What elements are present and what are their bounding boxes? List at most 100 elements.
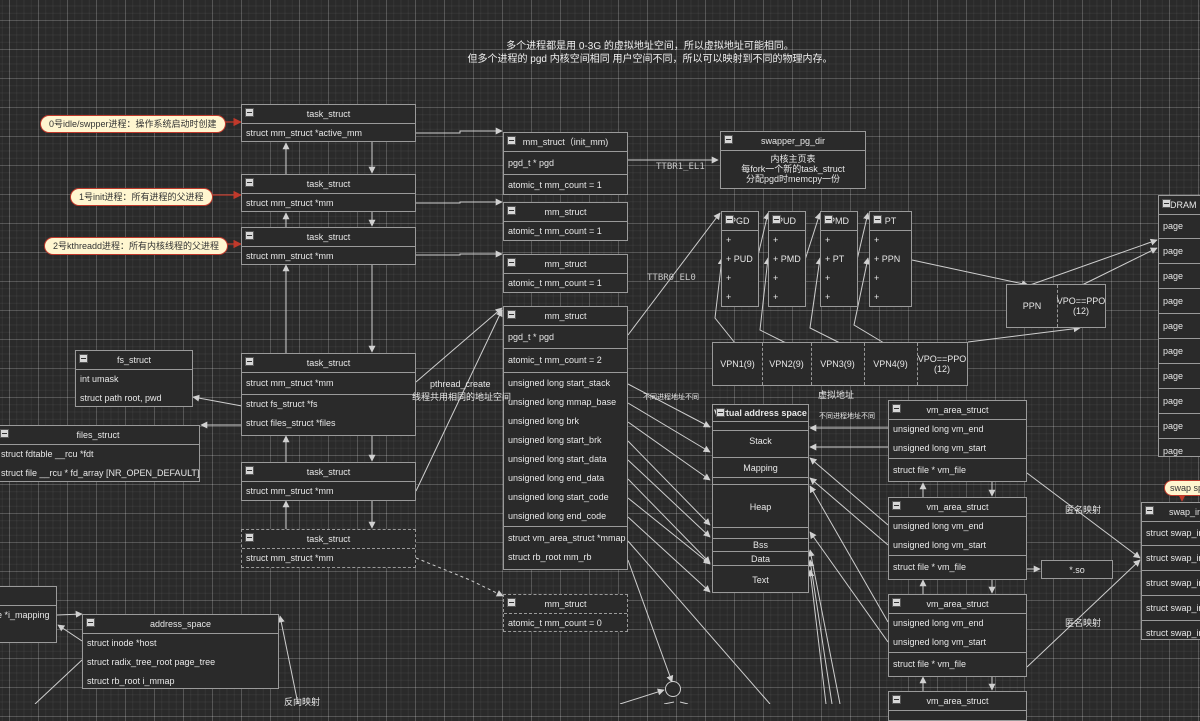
box-title: mm_struct（init_mm)	[522, 137, 609, 147]
page-table-pmd[interactable]: PMD + + PT + +	[820, 211, 858, 307]
box-title: task_struct	[306, 109, 351, 119]
page-table-pgd[interactable]: PGD + + PUD + +	[721, 211, 759, 307]
fs-struct[interactable]: fs_struct int umask struct path root, pw…	[75, 350, 193, 407]
collapse-icon[interactable]	[892, 404, 901, 413]
physical-address[interactable]: PPN VPO==PPO (12)	[1006, 284, 1106, 328]
mm-struct-shared[interactable]: mm_struct pgd_t * pgd atomic_t mm_count …	[503, 306, 628, 570]
files-struct[interactable]: files_struct struct fdtable __rcu *fdt s…	[0, 425, 200, 482]
page-table-pt[interactable]: PT + + PPN + +	[869, 211, 912, 307]
field: struct inode *host	[87, 638, 157, 648]
collapse-icon[interactable]	[892, 598, 901, 607]
vas-segment-stack: Stack	[713, 430, 808, 451]
vm-area-struct[interactable]: vm_area_struct unsigned long vm_end unsi…	[888, 594, 1027, 677]
collapse-icon[interactable]	[245, 466, 254, 475]
dram-page: page	[1163, 421, 1184, 431]
anonymous-mapping-label: 匿名映射	[1065, 618, 1102, 628]
collapse-icon[interactable]	[873, 215, 882, 224]
box-title: task_struct	[306, 467, 351, 477]
collapse-icon[interactable]	[716, 408, 725, 417]
collapse-icon[interactable]	[892, 501, 901, 510]
box-title: mm_struct	[544, 259, 587, 269]
collapse-icon[interactable]	[507, 136, 516, 145]
collapse-icon[interactable]	[824, 215, 833, 224]
collapse-icon[interactable]	[507, 206, 516, 215]
collapse-icon[interactable]	[1162, 199, 1171, 208]
field: struct swap_in	[1146, 528, 1200, 538]
dram-page: page	[1163, 396, 1184, 406]
virtual-address[interactable]: VPN1(9) VPN2(9) VPN3(9) VPN4(9) VPO==PPO…	[712, 342, 968, 386]
collapse-icon[interactable]	[245, 357, 254, 366]
link	[627, 402, 711, 453]
collapse-icon[interactable]	[724, 135, 733, 144]
field: unsigned long brk	[508, 416, 580, 426]
reverse-mapping-label: 反向映射	[284, 697, 321, 707]
collapse-icon[interactable]	[245, 533, 254, 542]
dram-page: page	[1163, 446, 1184, 456]
task-struct-process[interactable]: task_struct struct mm_struct *mm struct …	[241, 353, 416, 436]
page-table-pud[interactable]: PUD + + PMD + +	[768, 211, 806, 307]
box-title: swapper_pg_dir	[760, 136, 826, 146]
diff-address-label: 不同进程地址不同	[643, 394, 699, 401]
box-title: vm_area_struct	[926, 696, 989, 706]
task-struct-thread[interactable]: task_struct struct mm_struct *mm	[241, 462, 416, 501]
task-struct-kthreadd[interactable]: task_struct struct mm_struct *mm	[241, 227, 416, 265]
mm-struct-init-mm[interactable]: mm_struct（init_mm) pgd_t * pgd atomic_t …	[503, 132, 628, 195]
task-struct-init[interactable]: task_struct struct mm_struct *mm	[241, 174, 416, 212]
shared-object-file[interactable]: *.so	[1041, 560, 1113, 579]
link	[416, 127, 503, 135]
collapse-icon[interactable]	[1145, 506, 1154, 515]
vaddr-field: VPN2(9)	[769, 359, 804, 369]
field: struct file * vm_file	[893, 562, 967, 572]
collapse-icon[interactable]	[245, 231, 254, 240]
dram[interactable]: DRAM page page page page page page page …	[1158, 195, 1200, 457]
collapse-icon[interactable]	[725, 215, 734, 224]
collapse-icon[interactable]	[772, 215, 781, 224]
task-struct-exiting[interactable]: task_struct struct mm_struct *mm	[241, 529, 416, 568]
address-space[interactable]: address_space struct inode *host struct …	[82, 614, 279, 689]
mm-struct-freed[interactable]: mm_struct atomic_t mm_count = 0	[503, 594, 628, 632]
vm-area-struct[interactable]: vm_area_struct unsigned long vm_end unsi…	[888, 497, 1027, 580]
vm-area-struct[interactable]: vm_area_struct unsigned long vm_end unsi…	[888, 400, 1027, 482]
collapse-icon[interactable]	[0, 429, 9, 438]
dram-page: page	[1163, 346, 1184, 356]
link	[809, 477, 889, 546]
field: atomic_t mm_count = 1	[508, 278, 602, 288]
entry: +	[874, 292, 880, 302]
box-title: task_struct	[306, 534, 351, 544]
link	[627, 540, 771, 704]
box-title: address_space	[149, 619, 212, 629]
entry: +	[773, 292, 779, 302]
collapse-icon[interactable]	[245, 108, 254, 117]
collapse-icon[interactable]	[507, 258, 516, 267]
swapper-pg-dir[interactable]: swapper_pg_dir 内核主页表 每fork一个新的task_struc…	[720, 131, 866, 189]
mm-struct[interactable]: mm_struct atomic_t mm_count = 1	[503, 202, 628, 241]
collapse-icon[interactable]	[86, 618, 95, 627]
collapse-icon[interactable]	[245, 178, 254, 187]
field: struct files_struct *files	[246, 418, 336, 428]
entry: +	[773, 235, 779, 245]
box-title: mm_struct	[544, 599, 587, 609]
link	[416, 198, 503, 206]
virtual-address-space[interactable]: Virtual address space Stack Mapping Heap…	[712, 404, 809, 593]
vm-area-struct[interactable]: vm_area_struct	[888, 691, 1027, 721]
link	[627, 383, 711, 428]
link	[856, 212, 870, 261]
collapse-icon[interactable]	[507, 598, 516, 607]
collapse-icon[interactable]	[79, 354, 88, 363]
field: unsigned long end_data	[508, 473, 605, 483]
collapse-icon[interactable]	[507, 310, 516, 319]
mm-struct[interactable]: mm_struct atomic_t mm_count = 1	[503, 254, 628, 293]
field: struct file * vm_file	[893, 465, 967, 475]
swap-info-struct[interactable]: swap_in struct swap_in struct swap_in st…	[1141, 502, 1200, 640]
field: struct rb_root i_mmap	[87, 676, 175, 686]
collapse-icon[interactable]	[892, 695, 901, 704]
vas-segment-heap: Heap	[713, 484, 808, 528]
field: unsigned long end_code	[508, 511, 607, 521]
field: struct file * vm_file	[893, 659, 967, 669]
field: unsigned long start_data	[508, 454, 607, 464]
inode[interactable]: e *i_mapping	[0, 586, 57, 643]
link	[759, 257, 787, 344]
field: unsigned long vm_end	[893, 618, 984, 628]
field: atomic_t mm_count = 2	[508, 355, 602, 365]
task-struct-idle[interactable]: task_struct struct mm_struct *active_mm	[241, 104, 416, 142]
